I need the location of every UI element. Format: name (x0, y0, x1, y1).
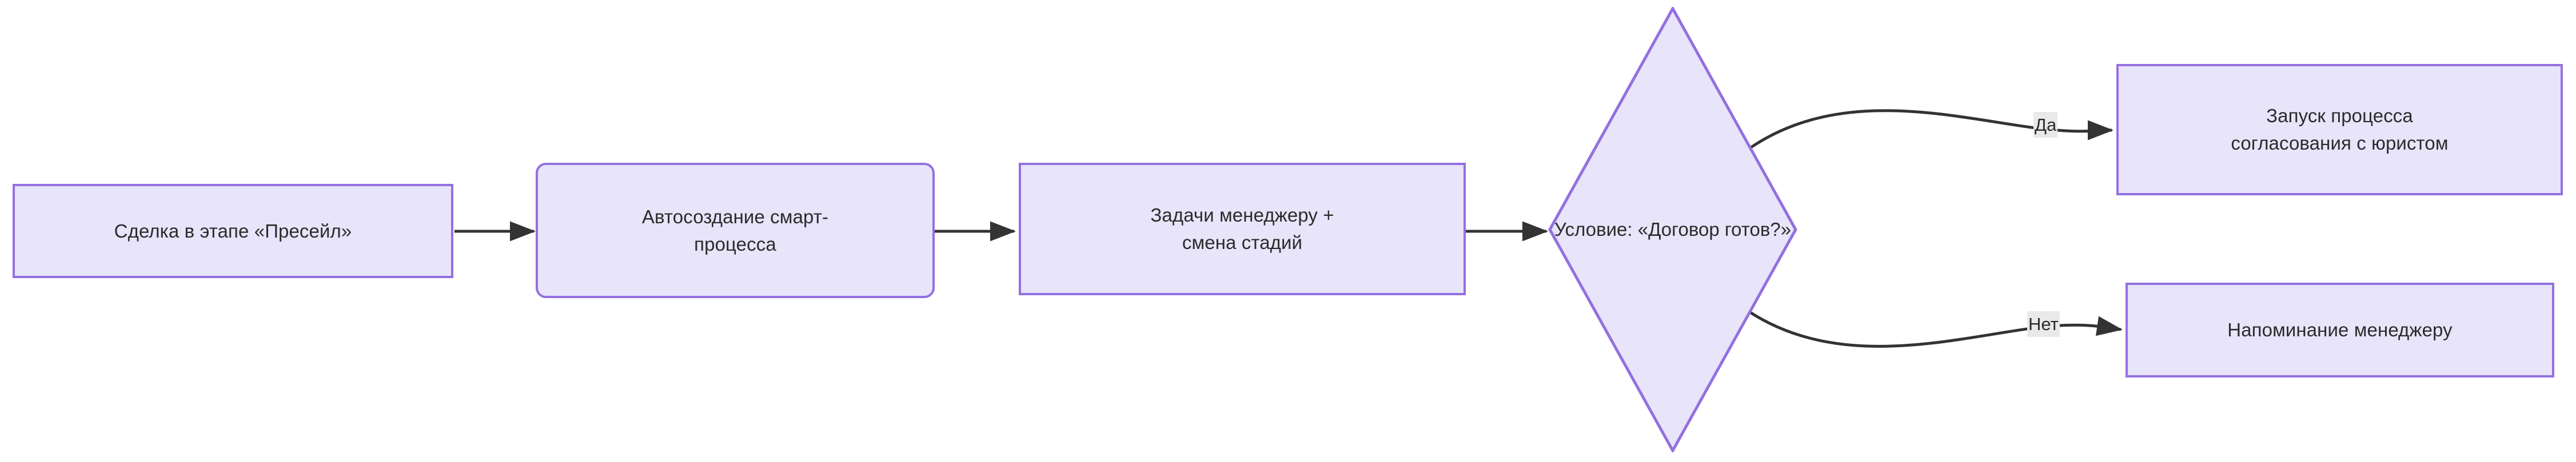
node-condition-contract-ready[interactable]: Условие: «Договор готов?» (1548, 7, 1797, 452)
diamond-shape (1548, 7, 1797, 452)
edge-label-no: Нет (2027, 311, 2060, 338)
node-manager-tasks[interactable]: Задачи менеджеру + смена стадий (1019, 163, 1466, 295)
node-label: Запуск процесса согласования с юристом (2231, 105, 2449, 154)
node-label: Задачи менеджеру + смена стадий (1150, 204, 1334, 253)
node-label: Напоминание менеджеру (2227, 319, 2453, 341)
edge-label-yes: Да (2033, 112, 2058, 138)
edge-condition-no-to-reminder (1748, 310, 2123, 348)
node-label: Условие: «Договор готов?» (1554, 219, 1792, 240)
node-label: Сделка в этапе «Пресейл» (114, 220, 352, 242)
node-start-lawyer-approval[interactable]: Запуск процесса согласования с юристом (2116, 64, 2563, 195)
node-auto-create-smart-process[interactable]: Автосоздание смарт- процесса (536, 163, 935, 298)
node-label: Автосоздание смарт- процесса (641, 206, 829, 255)
node-manager-reminder[interactable]: Напоминание менеджеру (2126, 283, 2554, 377)
node-deal-presale[interactable]: Сделка в этапе «Пресейл» (13, 184, 453, 278)
